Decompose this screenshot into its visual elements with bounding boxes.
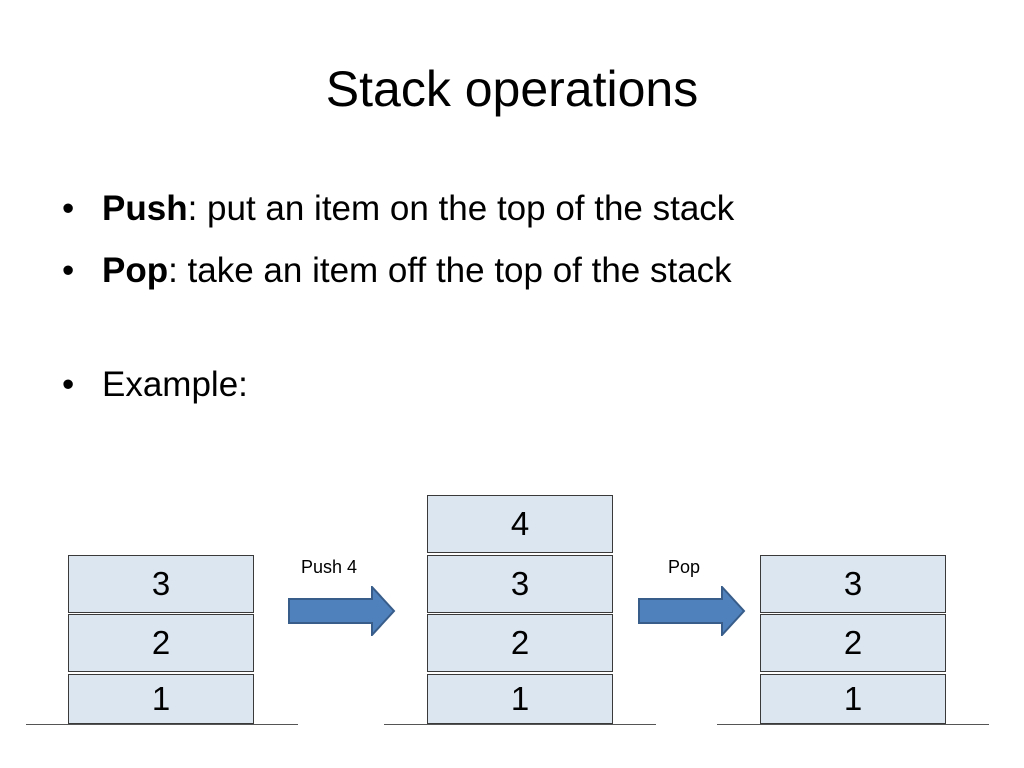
bullet-text: : put an item on the top of the stack [187, 189, 735, 228]
bullet-example: • Example: [62, 364, 734, 406]
stack-after-push-cell: 3 [427, 555, 613, 613]
stack-after-pop-cell: 2 [760, 614, 946, 672]
stack-after-push-cell: 1 [427, 674, 613, 724]
bullet-text: : take an item off the top of the stack [168, 251, 732, 290]
bullet-dot-icon: • [62, 251, 75, 290]
pop-arrow-icon [638, 586, 746, 636]
bullet-text: Example: [102, 365, 248, 404]
bullet-list: • Push: put an item on the top of the st… [62, 188, 734, 406]
stack-after-pop-cell: 3 [760, 555, 946, 613]
stack-before-cell: 2 [68, 614, 254, 672]
stack-after-push-baseline [384, 724, 656, 725]
pop-label: Pop [668, 557, 701, 577]
stack-after-pop-baseline [717, 724, 989, 725]
bullet-push: • Push: put an item on the top of the st… [62, 188, 734, 230]
slide-title: Stack operations [325, 61, 699, 117]
push-arrow-icon [288, 586, 396, 636]
bullet-dot-icon: • [62, 365, 75, 404]
push-label: Push 4 [301, 557, 358, 577]
stack-after-push-cell: 4 [427, 495, 613, 553]
stack-after-pop-cell: 1 [760, 674, 946, 724]
bullet-pop: • Pop: take an item off the top of the s… [62, 250, 734, 292]
stack-before-cell: 1 [68, 674, 254, 724]
bullet-term: Pop [102, 251, 169, 290]
stack-before-baseline [26, 724, 298, 725]
bullet-dot-icon: • [62, 189, 75, 228]
stack-after-push-cell: 2 [427, 614, 613, 672]
stack-before-cell: 3 [68, 555, 254, 613]
bullet-term: Push [102, 189, 188, 228]
